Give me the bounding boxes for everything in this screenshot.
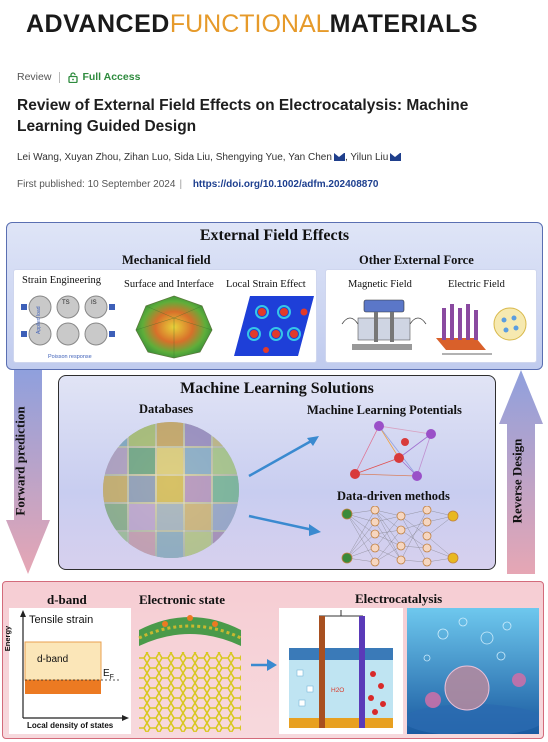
author-list: Lei Wang, Xuyan Zhou, Zihan Luo, Sida Li…	[17, 152, 402, 163]
mechanical-field-box: Strain Engineering Surface and Interface…	[13, 269, 317, 363]
h2o-label: H2O	[331, 687, 344, 694]
nanoparticle-strain-map	[135, 295, 213, 359]
other-force-heading: Other External Force	[359, 253, 474, 267]
database-sphere	[103, 422, 239, 558]
local-strain-label: Local Strain Effect	[226, 279, 306, 290]
sphere-to-methods-arrows	[248, 436, 321, 536]
data-driven-heading: Data-driven methods	[337, 489, 450, 503]
author-link[interactable]: Lei Wang	[17, 152, 59, 163]
fermi-e: E	[103, 668, 110, 679]
article-meta: Review Full Access	[17, 71, 140, 83]
is-label: IS	[91, 300, 97, 306]
author-link[interactable]: Sida Liu	[173, 152, 211, 163]
ml-potentials-graph	[350, 421, 436, 481]
access-badge: Full Access	[68, 71, 140, 83]
external-field-title: External Field Effects	[199, 227, 350, 244]
d-band-heading: d-band	[47, 592, 87, 607]
reverse-design-arrow	[499, 370, 543, 574]
surface-interface-label: Surface and Interface	[124, 279, 214, 290]
journal-logo[interactable]: ADVANCEDFUNCTIONALMATERIALS	[26, 10, 478, 39]
mechanical-field-heading: Mechanical field	[122, 253, 211, 267]
author-link[interactable]: Yan Chen	[288, 152, 332, 163]
electric-field-setup	[436, 304, 527, 355]
external-field-panel: External Field Effects Mechanical field …	[6, 222, 543, 370]
pub-divider: |	[179, 179, 183, 190]
email-icon[interactable]	[390, 153, 402, 161]
ml-solutions-panel: Machine Learning Solutions Databases Mac…	[58, 375, 496, 570]
d-band-label: d-band	[37, 654, 69, 665]
author-link[interactable]: Shengying Yue	[215, 152, 283, 163]
electronic-state-heading: Electronic state	[139, 592, 226, 607]
doi-link[interactable]: https://doi.org/10.1002/adfm.202408870	[192, 179, 379, 190]
journal-word-functional: FUNCTIONAL	[169, 10, 330, 38]
electrocatalysis-heading: Electrocatalysis	[355, 591, 443, 606]
fermi-level-label: EF	[103, 668, 114, 681]
strain-lattice-illustration: TS IS Poisson response Applied load	[21, 295, 115, 360]
strain-engineering-label: Strain Engineering	[22, 275, 102, 286]
forward-prediction-arrow	[6, 370, 50, 574]
email-icon[interactable]	[333, 153, 345, 161]
ldos-axis-label: Local density of states	[27, 721, 114, 730]
other-force-box: Magnetic Field Electric Field	[325, 269, 537, 363]
electric-field-label: Electric Field	[448, 279, 505, 290]
electrolysis-cell: H2O	[279, 608, 403, 734]
neural-network-diagram	[341, 506, 459, 567]
electronic-state-lattice	[138, 615, 242, 732]
journal-word-advanced: ADVANCED	[26, 10, 170, 38]
meta-divider	[59, 71, 61, 83]
fermi-sub: F	[109, 674, 114, 681]
open-lock-icon	[68, 71, 79, 83]
underwater-catalyst-render	[407, 608, 539, 734]
author-link[interactable]: Zihan Luo	[123, 152, 169, 163]
forward-prediction-label: Forward prediction	[12, 406, 28, 516]
article-title: Review of External Field Effects on Elec…	[17, 97, 469, 135]
graphical-abstract: External Field Effects Mechanical field …	[0, 218, 548, 742]
ml-solutions-title: Machine Learning Solutions	[180, 380, 374, 397]
ml-potentials-heading: Machine Learning Potentials	[307, 403, 462, 417]
databases-heading: Databases	[139, 402, 194, 416]
reverse-design-label: Reverse Design	[509, 438, 525, 524]
poisson-label: Poisson response	[48, 354, 92, 360]
published-date: First published: 10 September 2024	[17, 179, 176, 190]
access-label: Full Access	[82, 71, 141, 83]
electrocatalysis-panel: d-band Electronic state Electrocatalysis…	[2, 581, 544, 739]
author-link[interactable]: Xuyan Zhou	[64, 152, 119, 163]
article-type: Review	[17, 71, 52, 83]
d-band-diagram: Tensile strain d-band EF Energy Local de…	[3, 608, 131, 734]
tensile-strain-label: Tensile strain	[29, 614, 94, 626]
magnetic-field-setup	[341, 299, 427, 350]
magnetic-field-label: Magnetic Field	[348, 279, 412, 290]
publication-line: First published: 10 September 2024| http…	[17, 179, 378, 190]
to-electrocatalysis-arrow	[251, 659, 277, 671]
local-strain-map	[234, 296, 314, 356]
journal-word-materials: MATERIALS	[329, 10, 479, 38]
applied-load-label: Applied load	[36, 306, 42, 334]
ts-label: TS	[62, 300, 70, 306]
author-link[interactable]: Yilun Liu	[350, 152, 389, 163]
energy-axis-label: Energy	[3, 625, 13, 652]
